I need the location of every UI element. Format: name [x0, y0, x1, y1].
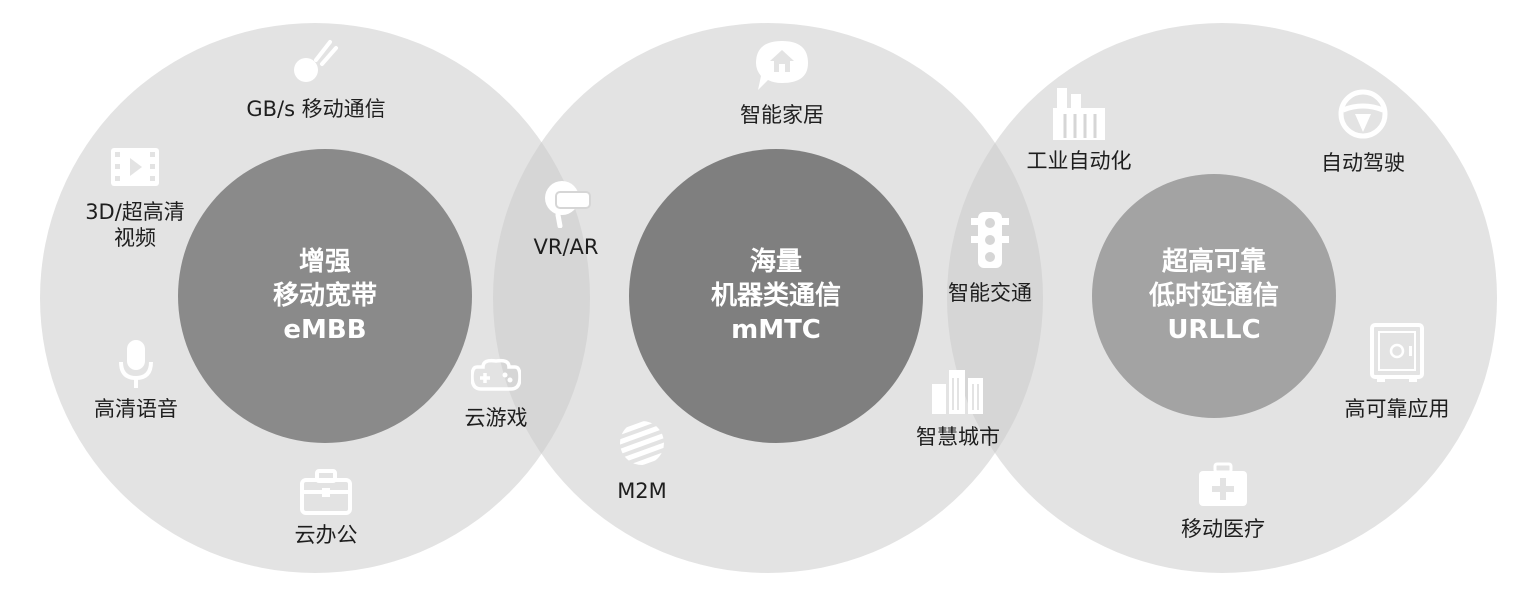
- city-buildings-icon: [932, 370, 983, 414]
- app-3d-video: 3D/超高清 视频: [55, 145, 215, 251]
- app-autonomous-driving: 自动驾驶: [1308, 88, 1418, 176]
- vr-headset-icon: [545, 181, 591, 228]
- app-high-reliability: 高可靠应用: [1332, 322, 1462, 422]
- embb-title: 增强 移动宽带 eMBB: [272, 247, 378, 345]
- app-label: 云办公: [294, 523, 358, 547]
- app-label: 自动驾驶: [1321, 151, 1405, 175]
- app-smart-home: 智能家居: [730, 38, 834, 128]
- steering-wheel-icon: [1338, 89, 1388, 139]
- app-industrial-automation: 工业自动化: [1014, 84, 1144, 174]
- app-label: GB/s 移动通信: [246, 97, 386, 121]
- app-label: 智慧城市: [916, 425, 1000, 449]
- rocket-icon: [294, 40, 338, 82]
- app-mobile-medical: 移动医疗: [1168, 462, 1278, 542]
- microphone-icon: [119, 340, 153, 388]
- app-cloud-gaming: 云游戏: [446, 357, 546, 431]
- urllc-title: 超高可靠 低时延通信 URLLC: [1148, 247, 1280, 345]
- home-chat-icon: [756, 41, 808, 90]
- app-label: 高可靠应用: [1344, 397, 1450, 421]
- app-label: 智能家居: [740, 103, 824, 127]
- app-gbs-mobile: GB/s 移动通信: [236, 30, 396, 122]
- app-label: 智能交通: [948, 281, 1032, 305]
- factory-icon: [1053, 88, 1105, 140]
- urllc-core-circle: [1092, 174, 1336, 418]
- mmtc-title: 海量 机器类通信 mMTC: [710, 247, 842, 345]
- mmtc-core-circle: [629, 149, 923, 443]
- app-label: 3D/超高清 视频: [85, 200, 185, 250]
- briefcase-icon: [300, 469, 352, 515]
- traffic-light-icon: [971, 212, 1009, 268]
- app-label: VR/AR: [533, 235, 599, 259]
- app-intelligent-traffic: 智能交通: [940, 210, 1040, 306]
- app-label: M2M: [617, 479, 667, 503]
- app-label: 云游戏: [464, 406, 528, 430]
- gamepad-icon: [471, 358, 521, 391]
- app-label: 移动医疗: [1181, 517, 1265, 541]
- safe-icon: [1370, 323, 1424, 382]
- app-smart-city: 智慧城市: [906, 366, 1010, 450]
- embb-core-circle: [178, 149, 472, 443]
- app-hd-voice: 高清语音: [76, 338, 196, 422]
- app-label: 工业自动化: [1026, 149, 1132, 173]
- app-m2m: M2M: [592, 418, 692, 504]
- app-label: 高清语音: [94, 397, 178, 421]
- app-cloud-office: 云办公: [276, 468, 376, 548]
- medical-kit-icon: [1199, 462, 1247, 506]
- app-vr-ar: VR/AR: [516, 178, 616, 260]
- video-film-icon: [111, 148, 159, 186]
- striped-sphere-icon: [620, 421, 664, 465]
